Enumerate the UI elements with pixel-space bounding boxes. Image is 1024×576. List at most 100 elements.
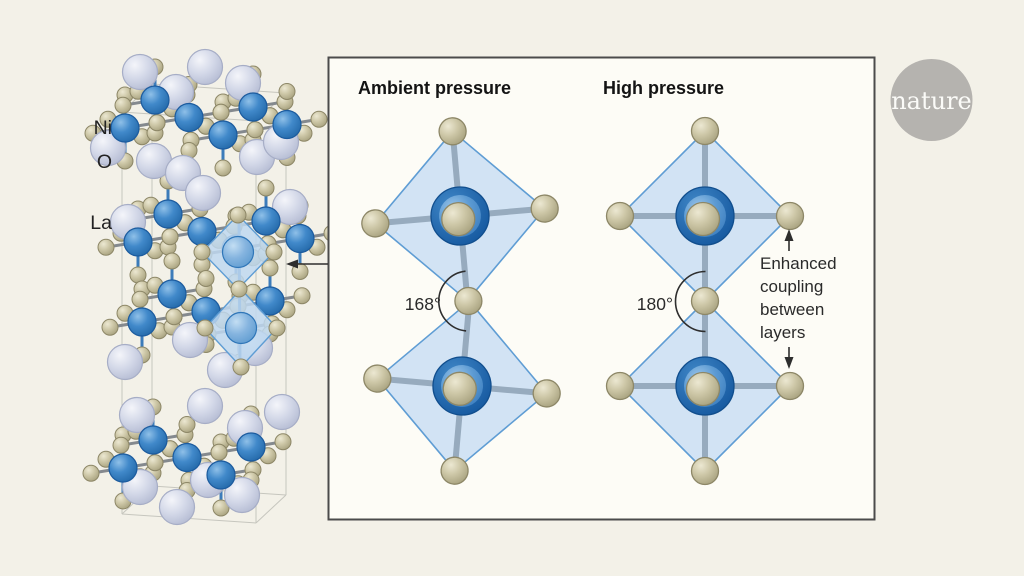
apical-oxygen-atom bbox=[685, 371, 721, 407]
oxygen-atom bbox=[246, 121, 264, 139]
oxygen-atom bbox=[101, 318, 119, 336]
lanthanum-atom bbox=[186, 387, 224, 425]
nickel-atom bbox=[123, 227, 153, 257]
lanthanum-atom bbox=[121, 53, 159, 91]
enhanced-coupling-annotation: Enhanced coupling between layers bbox=[760, 254, 837, 342]
shared-apical-oxygen bbox=[454, 286, 483, 316]
oxygen-atom bbox=[257, 179, 275, 197]
crystal-structure-illustration bbox=[82, 48, 341, 526]
oxygen-atom bbox=[131, 290, 149, 308]
oxygen-atom bbox=[278, 83, 296, 100]
oxygen-atom bbox=[210, 443, 228, 461]
oxygen-atom bbox=[163, 252, 181, 270]
oxygen-atom bbox=[261, 259, 279, 277]
lanthanum-atom bbox=[271, 188, 309, 226]
up-arrow-icon bbox=[784, 229, 794, 241]
nickel-atom bbox=[108, 453, 138, 483]
o-atom-label: O bbox=[96, 151, 112, 173]
oxygen-atom bbox=[212, 499, 230, 517]
high-angle-arc bbox=[674, 270, 706, 333]
oxygen-atom bbox=[532, 379, 561, 408]
oxygen-atom bbox=[165, 308, 183, 326]
nickel-atom-highlighted bbox=[221, 235, 255, 269]
oxygen-atom bbox=[268, 319, 286, 337]
nio6-octahedron bbox=[363, 300, 561, 485]
oxygen-atom bbox=[193, 243, 211, 261]
oxygen-atom bbox=[146, 454, 164, 472]
oxygen-atom bbox=[690, 456, 720, 486]
oxygen-atom bbox=[214, 159, 232, 177]
nickel-atom bbox=[238, 92, 268, 122]
la-atom-label: La bbox=[90, 212, 112, 234]
comparison-panel-box bbox=[327, 56, 876, 521]
nickel-atom bbox=[236, 432, 266, 462]
oxygen-atom bbox=[775, 371, 805, 401]
nickel-atom bbox=[172, 442, 202, 473]
nickel-atom bbox=[138, 425, 168, 455]
nickel-atom bbox=[140, 85, 170, 115]
oxygen-atom bbox=[232, 358, 250, 376]
nickel-atom bbox=[251, 206, 281, 236]
nickel-atoms bbox=[108, 85, 315, 490]
oxygen-atom bbox=[148, 114, 166, 132]
nature-logo-wordmark: nature bbox=[891, 87, 972, 115]
oxygen-atom bbox=[212, 103, 230, 121]
unit-cell-line bbox=[255, 494, 287, 524]
oxygen-atom bbox=[265, 243, 283, 261]
down-arrow-icon bbox=[784, 357, 794, 369]
nickel-atom bbox=[110, 113, 140, 143]
annotation-arrows bbox=[286, 229, 794, 369]
nickel-atom bbox=[174, 102, 204, 133]
left-arrow-icon bbox=[286, 259, 298, 269]
nickel-atom bbox=[272, 109, 302, 140]
nickel-atom bbox=[127, 307, 157, 337]
ambient-pressure-title: Ambient pressure bbox=[358, 78, 512, 98]
oxygen-atom bbox=[229, 206, 247, 224]
lanthanum-atom bbox=[186, 48, 224, 86]
high-bond-angle-label: 180° bbox=[636, 294, 673, 314]
shared-apical-oxygen bbox=[690, 286, 720, 316]
apical-oxygen-atom bbox=[685, 201, 721, 237]
oxygen-atom bbox=[82, 464, 100, 482]
nio6-octahedron bbox=[361, 117, 559, 302]
highlighted-octahedra bbox=[193, 206, 286, 376]
nio6-octahedron bbox=[605, 116, 805, 302]
oxygen-atom bbox=[114, 96, 132, 114]
oxygen-atom bbox=[112, 436, 130, 454]
nickel-atom-highlighted bbox=[224, 311, 258, 345]
oxygen-atom bbox=[129, 266, 147, 284]
oxygen-atom bbox=[530, 194, 559, 223]
oxygen-atom bbox=[605, 371, 635, 401]
oxygen-atom bbox=[775, 201, 805, 231]
oxygen-atom bbox=[196, 319, 214, 337]
nickel-atom bbox=[285, 223, 315, 254]
lanthanum-atom bbox=[184, 174, 222, 212]
oxygen-atom bbox=[97, 238, 115, 256]
oxygen-atom bbox=[438, 117, 467, 146]
lanthanum-atom bbox=[158, 488, 196, 526]
lanthanum-atom bbox=[223, 476, 261, 514]
apical-oxygen-atom bbox=[441, 202, 476, 237]
ambient-bond-angle-label: 168° bbox=[404, 294, 441, 314]
high-pressure-title: High pressure bbox=[603, 78, 725, 98]
nickel-atom bbox=[208, 120, 238, 150]
octahedra-panel-illustration bbox=[361, 116, 805, 486]
oxygen-atom bbox=[690, 116, 720, 146]
oxygen-atom bbox=[605, 201, 635, 231]
oxygen-atom bbox=[161, 228, 179, 246]
ambient-angle-arc bbox=[437, 270, 467, 332]
nickel-atom bbox=[255, 286, 285, 316]
ni-atom-label: Ni bbox=[93, 117, 112, 139]
oxygen-atom bbox=[230, 280, 248, 298]
oxygen-atom bbox=[361, 209, 390, 238]
oxygen-atom bbox=[293, 287, 311, 305]
nature-logo bbox=[890, 59, 973, 141]
apical-oxygen-atom bbox=[442, 371, 477, 406]
lanthanum-atom bbox=[106, 343, 144, 381]
lanthanum-atom bbox=[118, 396, 156, 434]
oxygen-atom bbox=[310, 110, 328, 128]
nickel-atom bbox=[206, 460, 236, 490]
nio6-octahedron bbox=[605, 300, 805, 486]
